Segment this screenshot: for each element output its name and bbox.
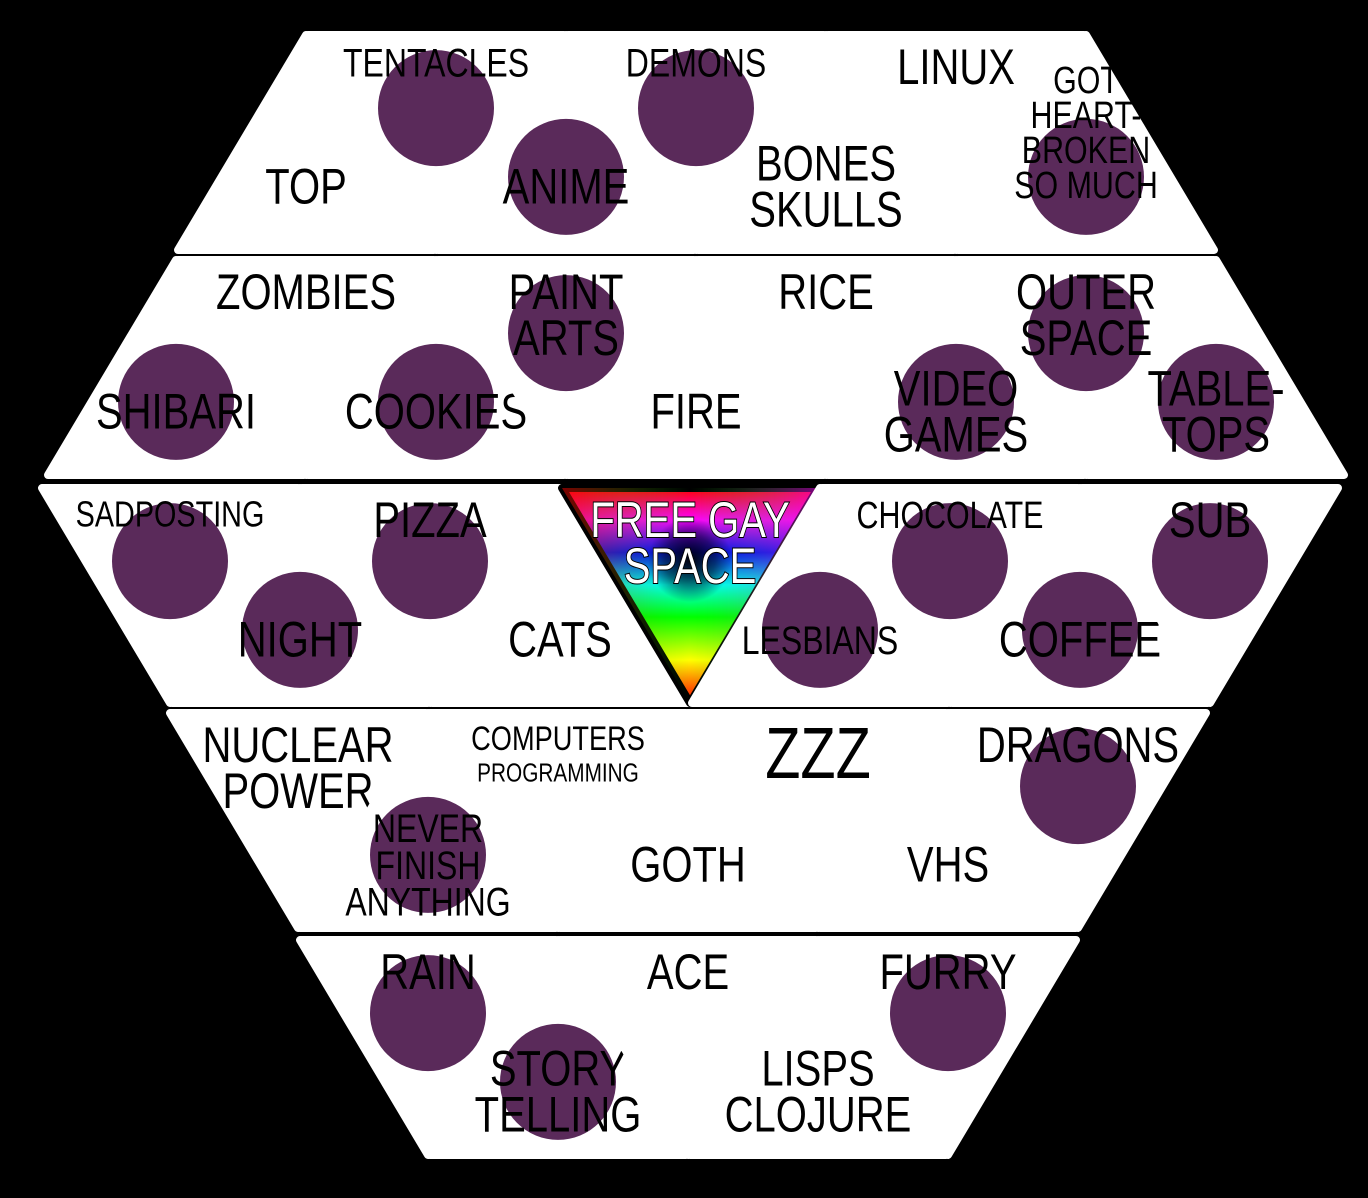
cell-label: COOKIES (345, 383, 527, 439)
cell-label: SPACE (624, 538, 757, 594)
marker-dot (1158, 343, 1274, 460)
cell-label: SUB (1169, 492, 1251, 548)
marker-dot (638, 50, 754, 167)
cell-label: ARTS (513, 310, 619, 366)
marker-dot (508, 275, 624, 392)
marker-dot (118, 343, 234, 460)
bingo-cell[interactable]: SHIBARI (44, 256, 308, 479)
cell-label: PAINT (509, 264, 624, 320)
cell-label: STORY (490, 1040, 626, 1096)
marker-dot (1022, 571, 1138, 688)
marker-dot (762, 571, 878, 688)
bingo-cell[interactable]: GOTH (556, 709, 820, 932)
marker-dot (1028, 118, 1144, 235)
cell-label: BROKEN (1022, 130, 1150, 172)
cell-label: GAMES (884, 406, 1028, 462)
bingo-cell[interactable]: DRAGONS (946, 709, 1210, 932)
cell-label: CATS (508, 611, 612, 667)
bingo-cell[interactable]: COOKIES (304, 256, 568, 479)
free-space-dot (630, 506, 750, 627)
marker-dot (378, 343, 494, 460)
cell-label: GOT (1053, 60, 1119, 102)
marker-dot (1020, 728, 1136, 845)
cell-label: CLOJURE (725, 1086, 912, 1142)
cell-label: TOP (265, 158, 346, 214)
cell-label: BONES (756, 135, 896, 191)
cell-label: NUCLEAR (202, 717, 393, 773)
cell-label: ANIME (503, 158, 630, 214)
marker-dot (112, 503, 228, 620)
cell-label: VHS (907, 836, 989, 892)
marker-dot (890, 955, 1006, 1072)
cell-label: ZOMBIES (216, 264, 396, 320)
cell-label: ZZZ (765, 713, 871, 794)
cell-label: TENTACLES (343, 40, 529, 85)
cell-label: SKULLS (749, 181, 902, 237)
cell-label: FURRY (879, 944, 1016, 1000)
bingo-cell[interactable]: COFFEE (948, 484, 1212, 707)
bingo-cell[interactable]: SUB (1078, 484, 1342, 707)
marker-dot (370, 796, 486, 913)
marker-dot (1028, 275, 1144, 392)
cell-label: TOPS (1162, 406, 1270, 462)
cell-label: GOTH (630, 836, 746, 892)
bingo-cell[interactable]: NIGHT (168, 484, 432, 707)
marker-dot (500, 1023, 616, 1140)
cell-label: SHIBARI (96, 383, 256, 439)
marker-dot (378, 50, 494, 167)
cell-label: SPACE (1020, 310, 1153, 366)
cell-label: ACE (647, 944, 729, 1000)
cell-label: TELLING (475, 1086, 642, 1142)
marker-dot (898, 343, 1014, 460)
cell-label: VIDEO (894, 360, 1018, 416)
cell-label: OUTER (1016, 264, 1156, 320)
marker-dot (892, 503, 1008, 620)
cell-label: HEART- (1031, 95, 1142, 137)
marker-dot (242, 571, 358, 688)
cell-label: FINISH (376, 842, 481, 887)
bingo-cell[interactable]: FURRY (816, 936, 1080, 1159)
cell-label: RAIN (380, 944, 476, 1000)
cell-label: CHOCOLATE (857, 495, 1044, 537)
cell-label: SO MUCH (1014, 165, 1158, 207)
marker-dot (1152, 503, 1268, 620)
bingo-cell[interactable]: LESBIANS (688, 484, 952, 707)
cell-label: ANYTHING (345, 879, 510, 924)
cell-label: DRAGONS (977, 717, 1179, 773)
cell-label: NIGHT (238, 611, 362, 667)
bingo-cell[interactable]: DEMONS (564, 31, 828, 254)
cell-label: POWER (222, 763, 373, 819)
cell-label: COFFEE (999, 611, 1161, 667)
cell-label: SADPOSTING (76, 493, 265, 534)
cell-label: LINUX (897, 39, 1015, 95)
bingo-cell[interactable]: TENTACLES (304, 31, 568, 254)
bingo-cell[interactable]: PIZZA (298, 484, 562, 707)
cell-label: TABLE- (1147, 360, 1284, 416)
cell-label: RICE (778, 264, 874, 320)
marker-dot (370, 955, 486, 1072)
cell-label: PIZZA (373, 492, 487, 548)
cell-label: NEVER (373, 806, 483, 851)
cell-label: LISPS (761, 1040, 874, 1096)
bingo-cell[interactable]: ZZZ (686, 709, 950, 932)
bingo-cell[interactable]: CHOCOLATE (818, 484, 1082, 707)
cell-label: LESBIANS (742, 617, 899, 662)
bingo-cell[interactable]: SADPOSTING (38, 484, 302, 707)
marker-dot (508, 118, 624, 235)
cell-label: FREE GAY (590, 492, 789, 548)
cell-label: FIRE (650, 383, 741, 439)
cell-label: COMPUTERS (471, 719, 645, 758)
marker-dot (372, 503, 488, 620)
cell-label: PROGRAMMING (477, 758, 639, 787)
bingo-cell[interactable]: TABLE-TOPS (1084, 256, 1348, 479)
cell-label: DEMONS (626, 40, 766, 85)
